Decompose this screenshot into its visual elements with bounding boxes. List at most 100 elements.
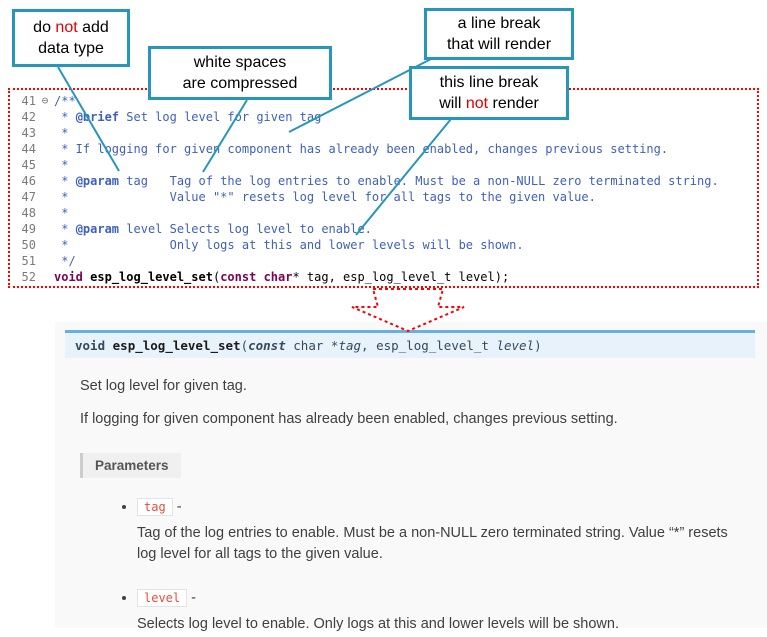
code-text: * xyxy=(54,125,68,141)
callout-text: do not add xyxy=(33,18,109,36)
code-text: * xyxy=(54,205,68,221)
signature-segment: char * xyxy=(285,338,339,353)
code-line: 41 ⊖ /** xyxy=(10,93,757,109)
fold-spacer xyxy=(36,109,54,125)
param-separator: - xyxy=(172,499,182,515)
code-text: * Value "*" resets log level for all tag… xyxy=(54,189,596,205)
signature-segment: esp_log_level_set xyxy=(112,338,241,353)
signature-segment: ) xyxy=(534,338,542,353)
code-segment: tag Tag of the log entries to enable. Mu… xyxy=(119,174,719,188)
param-name-chip: tag xyxy=(137,498,173,516)
param-item: tag - Tag of the log entries to enable. … xyxy=(137,498,767,565)
code-line: 43 * xyxy=(10,125,757,141)
code-segment: Set log level for given tag xyxy=(119,110,322,124)
param-name-chip: level xyxy=(137,589,188,608)
fold-icon[interactable]: ⊖ xyxy=(41,94,49,107)
signature-segment: const xyxy=(248,338,286,353)
param-description: Selects log level to enable. Only logs a… xyxy=(137,616,619,633)
param-item: level - Selects log level to enable. Onl… xyxy=(137,589,767,635)
line-number: 52 xyxy=(21,270,36,284)
code-text: * Only logs at this and lower levels wil… xyxy=(54,237,524,253)
code-segment: */ xyxy=(54,254,76,268)
fold-spacer xyxy=(36,253,54,269)
callout-whitespace-compressed: white spaces are compressed xyxy=(148,46,332,100)
code-segment: @param xyxy=(75,174,120,188)
callout-linebreak-renders: a line break that will render xyxy=(424,8,574,60)
code-text: */ xyxy=(54,253,76,269)
code-line: 50 * Only logs at this and lower levels … xyxy=(10,237,757,253)
code-editor[interactable]: 41⊖/**42 * @brief Set log level for give… xyxy=(8,88,759,288)
code-segment xyxy=(256,270,263,284)
param-list: tag - Tag of the log entries to enable. … xyxy=(55,498,767,635)
fold-spacer xyxy=(36,205,54,221)
code-segment: * xyxy=(54,126,69,140)
line-number: 46 xyxy=(21,174,36,188)
code-segment: * xyxy=(54,174,76,188)
callout-text: data type xyxy=(38,40,104,57)
line-number: 43 xyxy=(21,126,36,140)
fold-spacer xyxy=(36,269,54,285)
fold-spacer xyxy=(36,141,54,157)
code-segment: * xyxy=(54,110,76,124)
code-segment: /** xyxy=(54,94,76,108)
code-line: 49 * @param level Selects log level to e… xyxy=(10,221,757,237)
line-number: 49 xyxy=(21,222,36,236)
signature-segment: void xyxy=(75,338,113,353)
param-description: Tag of the log entries to enable. Must b… xyxy=(137,525,728,563)
code-segment: * xyxy=(54,158,69,172)
code-text: * @brief Set log level for given tag xyxy=(54,109,321,125)
parameters-label: Parameters xyxy=(80,453,181,478)
fold-spacer xyxy=(36,237,54,253)
code-text: void esp_log_level_set(const char* tag, … xyxy=(54,269,509,285)
line-number: 41 xyxy=(21,94,36,108)
fold-spacer xyxy=(36,189,54,205)
callout-text: are compressed xyxy=(182,75,298,92)
code-segment: void xyxy=(54,270,83,284)
callout-no-datatype: do not add data type xyxy=(12,9,130,67)
code-segment: esp_log_level_set xyxy=(90,270,213,284)
callout-text: white spaces xyxy=(193,53,287,71)
code-segment: ( xyxy=(212,270,221,284)
fold-spacer xyxy=(36,157,54,173)
fold-spacer xyxy=(36,173,54,189)
line-number: 51 xyxy=(21,254,36,268)
code-line: 48 * xyxy=(10,205,757,221)
code-segment: * If logging for given component has alr… xyxy=(54,142,669,156)
code-line: 51 */ xyxy=(10,253,757,269)
signature-segment: tag xyxy=(338,338,362,353)
description-text: If logging for given component has alrea… xyxy=(80,411,618,427)
callout-text: will not render xyxy=(439,95,539,112)
code-segment: * tag, esp_log_level_t level); xyxy=(292,270,510,284)
code-text: * xyxy=(54,157,68,173)
code-text: * If logging for given component has alr… xyxy=(54,141,668,157)
code-segment: char xyxy=(263,270,293,284)
line-number: 45 xyxy=(21,158,36,172)
rendered-doc-panel: void esp_log_level_set(const char *tag, … xyxy=(55,322,767,632)
signature-segment: ( xyxy=(240,338,249,353)
code-line: 42 * @brief Set log level for given tag xyxy=(10,109,757,125)
code-segment: @brief xyxy=(75,110,120,124)
code-segment: level Selects log level to enable. xyxy=(119,222,372,236)
brief-text: Set log level for given tag. xyxy=(80,378,247,394)
code-text: * @param level Selects log level to enab… xyxy=(54,221,372,237)
callout-text: this line break xyxy=(439,73,539,91)
code-line: 44 * If logging for given component has … xyxy=(10,141,757,157)
code-segment: const xyxy=(220,270,257,284)
signature-segment: , esp_log_level_t xyxy=(361,338,497,353)
code-segment: * Only logs at this and lower levels wil… xyxy=(54,238,524,252)
code-text: /** xyxy=(54,93,76,109)
signature-segment: level xyxy=(496,338,535,353)
code-line: 46 * @param tag Tag of the log entries t… xyxy=(10,173,757,189)
function-signature: void esp_log_level_set(const char *tag, … xyxy=(65,330,755,358)
code-segment: * xyxy=(54,206,69,220)
code-line: 52 void esp_log_level_set(const char* tag… xyxy=(10,269,757,285)
callout-linebreak-not-render: this line break will not render xyxy=(409,66,569,120)
line-number: 44 xyxy=(21,142,36,156)
line-number: 42 xyxy=(21,110,36,124)
code-line: 47 * Value "*" resets log level for all … xyxy=(10,189,757,205)
code-line: 45 * xyxy=(10,157,757,173)
code-segment: * xyxy=(54,222,76,236)
line-number: 47 xyxy=(21,190,36,204)
code-segment: * Value "*" resets log level for all tag… xyxy=(54,190,596,204)
code-text: * @param tag Tag of the log entries to e… xyxy=(54,173,719,189)
